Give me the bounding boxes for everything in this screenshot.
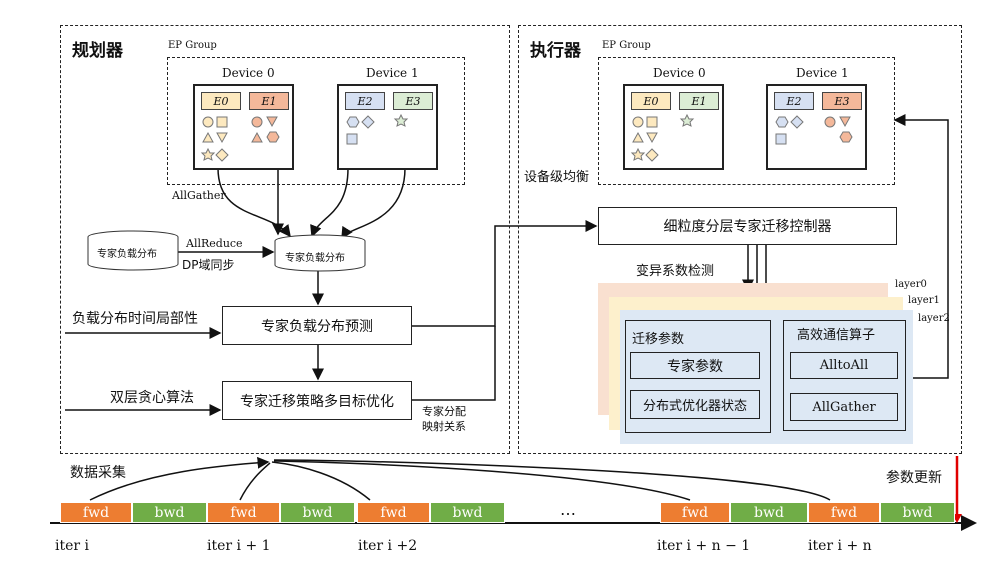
fwd-block: fwd xyxy=(60,502,132,523)
load-db-left: 专家负载分布 xyxy=(97,249,157,260)
comm-ops-box xyxy=(783,320,906,431)
bwd-block: bwd xyxy=(430,502,505,523)
device0: E0 E1 xyxy=(193,84,294,170)
iter-label: iter i +2 xyxy=(358,538,418,554)
iter-label: iter i + 1 xyxy=(207,538,271,554)
layer2-label: layer2 xyxy=(918,313,950,324)
controller-box: 细粒度分层专家迁移控制器 xyxy=(598,207,897,245)
load-db-center: 专家负载分布 xyxy=(285,253,345,264)
expert-shapes-icon xyxy=(200,116,280,162)
device1: E2 E3 xyxy=(766,84,867,170)
ep-group-box xyxy=(598,57,895,185)
ep-group-box xyxy=(167,57,465,185)
allgather-box: AllGather xyxy=(790,393,898,421)
param-update-label: 参数更新 xyxy=(886,470,942,486)
bwd-block: bwd xyxy=(880,502,955,523)
device0: E0 E1 xyxy=(623,84,724,170)
layer1-label: layer1 xyxy=(908,295,940,306)
mapping-label-1: 专家分配 xyxy=(422,405,466,418)
expert-shapes-icon xyxy=(630,113,695,162)
fwd-block: fwd xyxy=(357,502,430,523)
cv-detect-label: 变异系数检测 xyxy=(636,264,715,279)
predict-box: 专家负载分布预测 xyxy=(222,306,412,345)
expert-e0: E0 xyxy=(201,92,241,110)
bwd-block: bwd xyxy=(730,502,808,523)
expert-e1: E1 xyxy=(679,92,719,110)
allreduce-label: AllReduce xyxy=(186,237,243,250)
iter-label: iter i + n xyxy=(808,538,872,554)
dp-sync-label: DP域同步 xyxy=(182,258,235,272)
fwd-block: fwd xyxy=(660,502,730,523)
optimizer-state-box: 分布式优化器状态 xyxy=(630,390,760,419)
expert-shapes-icon xyxy=(346,113,409,145)
migrate-params-box xyxy=(625,320,771,433)
bwd-block: bwd xyxy=(280,502,355,523)
expert-e1: E1 xyxy=(249,92,289,110)
allgather-label: AllGather xyxy=(172,189,226,202)
ep-group-label: EP Group xyxy=(168,40,217,51)
expert-e2: E2 xyxy=(345,92,385,110)
device1: E2 E3 xyxy=(337,84,438,170)
executor-panel xyxy=(518,25,962,454)
expert-shapes-icon xyxy=(775,115,853,145)
executor-title: 执行器 xyxy=(530,41,581,61)
alltoall-box: AlltoAll xyxy=(790,352,898,379)
fwd-block: fwd xyxy=(808,502,880,523)
optimize-box: 专家迁移策略多目标优化 xyxy=(222,381,412,420)
iter-label: iter i xyxy=(55,538,90,554)
expert-e3: E3 xyxy=(822,92,862,110)
bwd-block: bwd xyxy=(132,502,207,523)
expert-e0: E0 xyxy=(631,92,671,110)
iter-label: iter i + n − 1 xyxy=(657,538,751,554)
greedy-label: 双层贪心算法 xyxy=(110,390,194,406)
planner-title: 规划器 xyxy=(72,41,123,61)
device1-label: Device 1 xyxy=(366,66,419,80)
layer0-label: layer0 xyxy=(895,279,927,290)
locality-label: 负载分布时间局部性 xyxy=(72,311,198,327)
expert-e2: E2 xyxy=(774,92,814,110)
ellipsis: … xyxy=(560,500,576,519)
device-balance-label: 设备级均衡 xyxy=(524,170,590,185)
planner-panel xyxy=(60,25,510,454)
expert-e3: E3 xyxy=(393,92,433,110)
data-collect-label: 数据采集 xyxy=(70,465,126,481)
expert-params-box: 专家参数 xyxy=(630,352,760,379)
device0-label: Device 0 xyxy=(653,66,706,80)
device1-label: Device 1 xyxy=(796,66,849,80)
ep-group-label: EP Group xyxy=(602,40,651,51)
migrate-params-label: 迁移参数 xyxy=(632,332,685,347)
comm-ops-label: 高效通信算子 xyxy=(797,328,876,343)
device0-label: Device 0 xyxy=(222,66,275,80)
fwd-block: fwd xyxy=(207,502,280,523)
mapping-label-2: 映射关系 xyxy=(422,420,466,433)
